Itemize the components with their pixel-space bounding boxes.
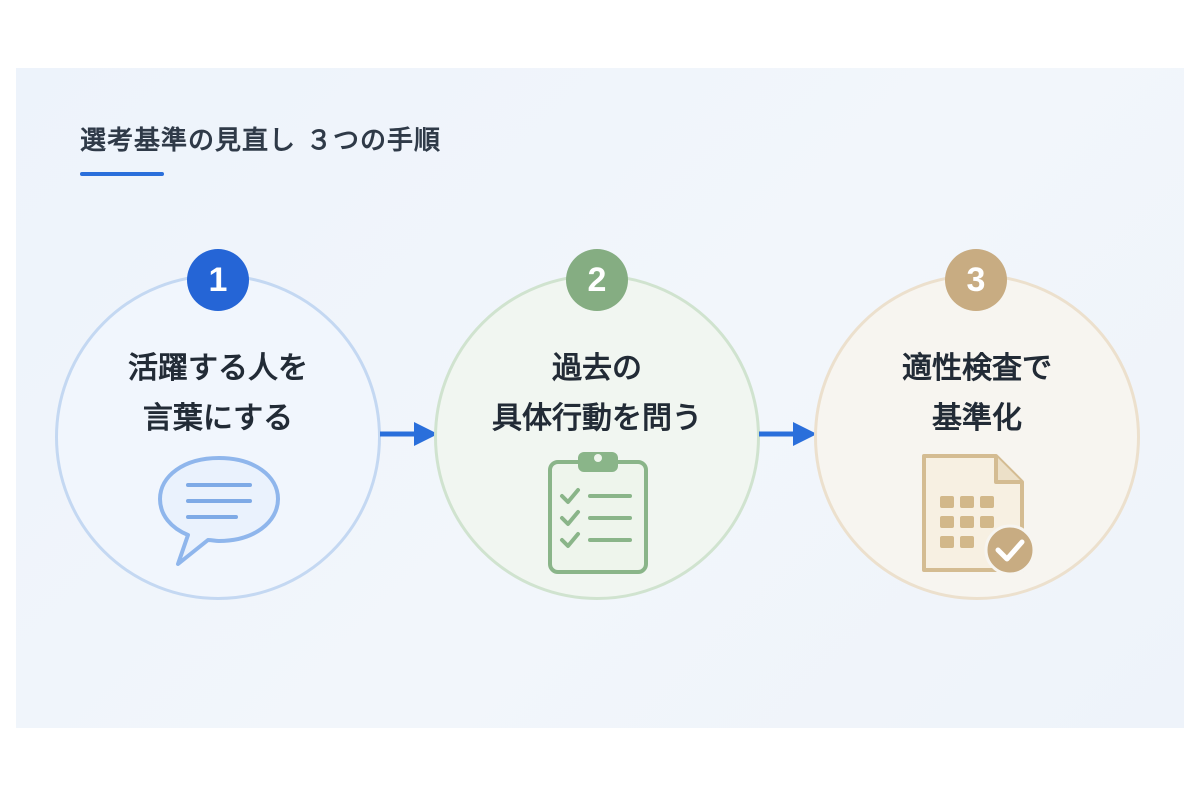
checklist-clipboard-icon xyxy=(548,452,648,574)
step-2-label: 過去の 具体行動を問う xyxy=(457,344,737,444)
step-3-badge: 3 xyxy=(945,249,1007,311)
step-1-badge: 1 xyxy=(187,249,249,311)
step-2-circle xyxy=(434,274,760,600)
step-3-label-line-1: 適性検査で xyxy=(902,351,1052,386)
step-1-label-line-1: 活躍する人を xyxy=(128,351,308,386)
step-1-label-line-2: 言葉にする xyxy=(142,401,294,436)
diagram-title: 選考基準の見直し ３つの手順 xyxy=(80,126,442,156)
step-1-label: 活躍する人を 言葉にする xyxy=(78,344,358,444)
arrow-right-icon xyxy=(380,422,438,446)
step-3-label: 適性検査で 基準化 xyxy=(837,344,1117,444)
arrow-right-icon xyxy=(759,422,817,446)
title-underline xyxy=(80,172,164,176)
spreadsheet-check-icon xyxy=(922,454,1036,576)
step-2-label-line-1: 過去の xyxy=(552,351,642,386)
step-3-label-line-2: 基準化 xyxy=(932,401,1022,436)
step-2-badge: 2 xyxy=(566,249,628,311)
step-2-label-line-2: 具体行動を問う xyxy=(492,401,702,436)
step-1-circle xyxy=(55,274,381,600)
speech-bubble-icon xyxy=(158,456,280,566)
